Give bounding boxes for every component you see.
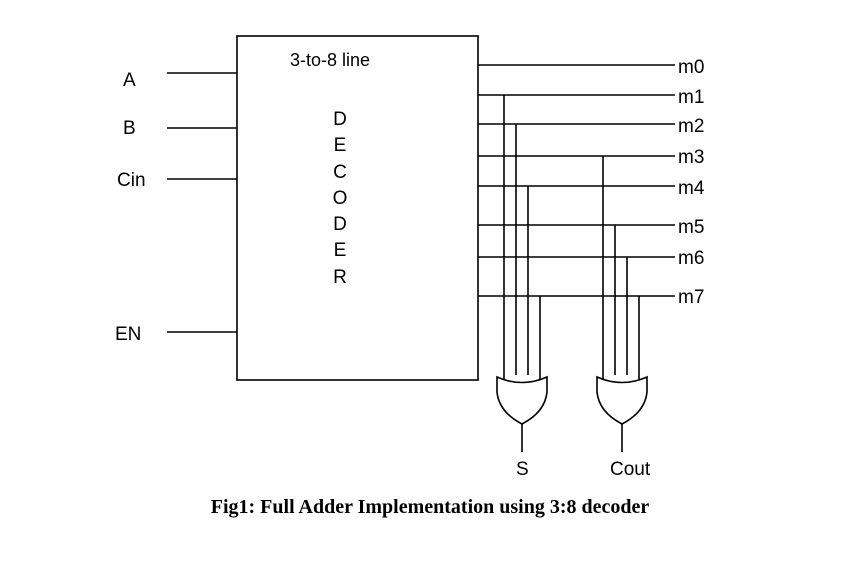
- or-gate-sum: [496, 375, 548, 425]
- input-label-cin: Cin: [117, 170, 146, 191]
- output-label-m0: m0: [678, 57, 704, 78]
- sum-label: S: [516, 459, 529, 480]
- figure-caption: Fig1: Full Adder Implementation using 3:…: [211, 496, 650, 518]
- input-label-a: A: [123, 70, 136, 91]
- carry-label: Cout: [610, 459, 651, 480]
- carry-gate-taps: [602, 156, 640, 380]
- output-label-m6: m6: [678, 248, 704, 269]
- input-label-b: B: [123, 118, 136, 139]
- output-label-m5: m5: [678, 217, 704, 238]
- sum-gate-taps: [503, 95, 541, 380]
- or-gate-carry: [596, 375, 648, 425]
- decoder-block: [236, 35, 479, 381]
- decoder-letter: C: [333, 162, 347, 183]
- decoder-letter: D: [333, 214, 347, 235]
- decoder-vertical-label: D E C O D E R: [333, 109, 348, 288]
- decoder-letter: O: [333, 188, 348, 209]
- output-label-m4: m4: [678, 178, 705, 199]
- decoder-title: 3-to-8 line: [290, 50, 370, 70]
- output-label-m7: m7: [678, 287, 704, 308]
- output-label-m2: m2: [678, 116, 704, 137]
- decoder-letter: E: [334, 240, 347, 261]
- output-label-m1: m1: [678, 87, 704, 108]
- decoder-letter: E: [334, 135, 347, 156]
- decoder-letter: R: [333, 267, 347, 288]
- output-label-m3: m3: [678, 147, 704, 168]
- input-label-en: EN: [115, 324, 141, 345]
- decoder-letter: D: [333, 109, 347, 130]
